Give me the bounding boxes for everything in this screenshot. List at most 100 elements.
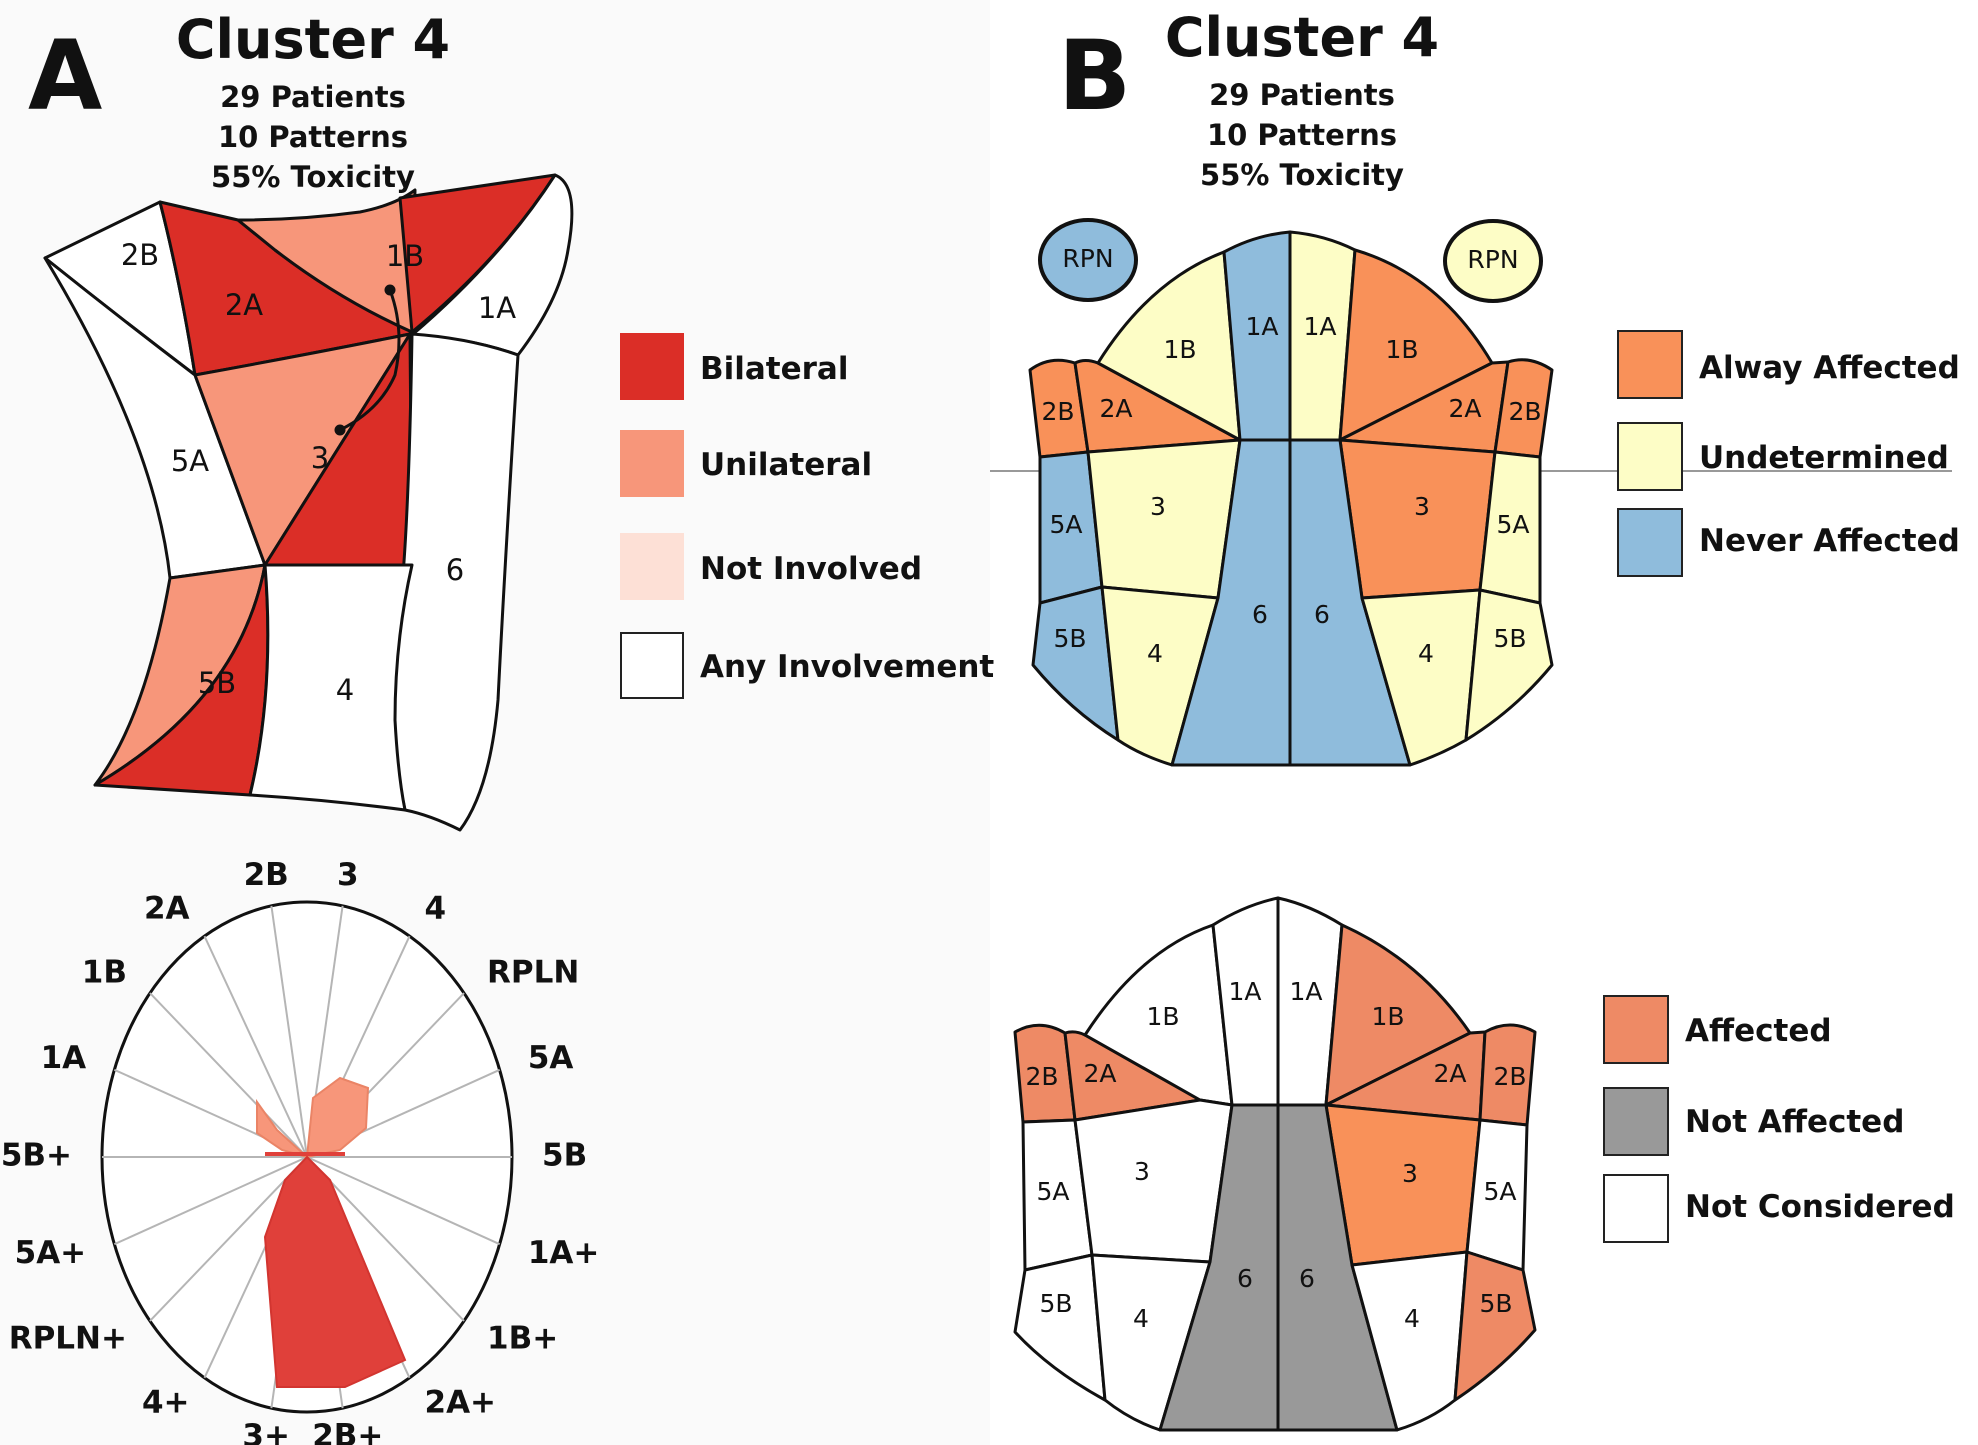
radar-axis-label: 4 [425, 891, 447, 927]
radar-axis-label: 5B [542, 1138, 587, 1174]
rpn-left-label: RPN [1062, 244, 1113, 273]
top-label-4-right: 4 [1418, 639, 1434, 668]
legend-a-label-4: Any Involvement [700, 649, 995, 685]
panel-a-neck-map: 2B 1B 2A 1A 5A 3 6 5B 4 [43, 173, 574, 832]
panel-b-subtitle-1: 29 Patients [1209, 78, 1395, 112]
radar-axis-label: 1A [41, 1040, 87, 1076]
region-3-unilateral [193, 332, 412, 567]
region-5a [43, 256, 267, 580]
radar-axis-label: 4+ [142, 1384, 190, 1420]
top-label-6-right: 6 [1314, 600, 1330, 629]
top-label-3-right: 3 [1414, 492, 1430, 521]
bottom-label-2b-left: 2B [1025, 1062, 1058, 1091]
top-label-5a-left: 5A [1049, 510, 1082, 539]
legend-a-label-1: Bilateral [700, 351, 849, 387]
label-6: 6 [446, 553, 464, 587]
bottom-label-3-left: 3 [1134, 1157, 1150, 1186]
top-label-1a-left: 1A [1245, 312, 1278, 341]
radar-axis-label: 5B+ [1, 1138, 72, 1174]
radar-axis-label: 5A+ [15, 1235, 87, 1271]
bottom-label-5a-right: 5A [1483, 1177, 1516, 1206]
trachea-line [339, 289, 401, 432]
top-2b-right [1493, 358, 1554, 459]
top-label-5b-right: 5B [1493, 624, 1526, 653]
radar-spoke [306, 1156, 465, 1322]
legend-b2-label-1: Affected [1685, 1013, 1832, 1049]
legend-a-label-3: Not Involved [700, 551, 923, 587]
legend-b2-swatch-1 [1603, 995, 1669, 1064]
radar-spoke [113, 1156, 308, 1246]
bottom-label-2a-right: 2A [1433, 1059, 1466, 1088]
radar-spoke [203, 935, 308, 1158]
panel-a-subtitle-2: 10 Patterns [217, 120, 409, 154]
bottom-label-4-right: 4 [1404, 1304, 1420, 1333]
label-1a: 1A [478, 291, 516, 325]
legend-b2-label-3: Not Considered [1685, 1189, 1955, 1225]
radar-axis-label: 1B+ [487, 1321, 558, 1357]
panel-b-subtitle-2: 10 Patterns [1206, 118, 1398, 152]
legend-b1-label-3: Never Affected [1699, 523, 1960, 559]
bottom-label-6-left: 6 [1237, 1264, 1253, 1293]
bottom-label-4-left: 4 [1133, 1304, 1149, 1333]
legend-b2-label-2: Not Affected [1685, 1104, 1905, 1140]
panel-a-title: Cluster 4 [175, 8, 451, 71]
top-label-1b-left: 1B [1163, 335, 1196, 364]
label-2b: 2B [121, 238, 159, 272]
region-4 [248, 563, 414, 812]
rpn-left [1038, 218, 1138, 302]
bottom-label-3-right: 3 [1402, 1159, 1418, 1188]
panel-a-letter: A [28, 20, 103, 132]
top-label-6-left: 6 [1252, 600, 1268, 629]
radar-axis-label: 1A+ [528, 1235, 600, 1271]
legend-a-label-2: Unilateral [700, 447, 873, 483]
legend-a-swatch-3 [620, 533, 684, 600]
bottom-label-2a-left: 2A [1083, 1059, 1116, 1088]
top-5b-right [1464, 588, 1554, 742]
bottom-label-5b-right: 5B [1479, 1289, 1512, 1318]
panel-b-letter: B [1058, 20, 1132, 132]
radar-spoke [270, 905, 308, 1158]
top-label-2b-left: 2B [1041, 397, 1074, 426]
panel-a-subtitle-3: 55% Toxicity [211, 160, 415, 194]
legend-a-swatch-4 [620, 632, 684, 699]
radar-axis-label: 3 [337, 857, 359, 893]
bottom-label-5a-left: 5A [1036, 1177, 1069, 1206]
radar-axis-label: 2B [244, 857, 289, 893]
radar-spoke [306, 1156, 501, 1246]
top-label-2a-right: 2A [1448, 394, 1481, 423]
top-label-1b-right: 1B [1385, 335, 1418, 364]
top-label-3-left: 3 [1150, 492, 1166, 521]
top-6-left [1170, 438, 1292, 767]
legend-b1-label-1: Alway Affected [1699, 350, 1960, 386]
legend-a-swatch-2 [620, 430, 684, 497]
radar-axis-label: 1B [82, 954, 127, 990]
bottom-2b-right [1478, 1023, 1537, 1127]
legend-b1-swatch-1 [1617, 330, 1683, 399]
top-label-1a-right: 1A [1303, 312, 1336, 341]
trachea-dot-bottom [334, 424, 346, 436]
bottom-label-6-right: 6 [1299, 1264, 1315, 1293]
bottom-label-1b-left: 1B [1146, 1002, 1179, 1031]
radar-axis-label: 3+ [242, 1418, 290, 1445]
bottom-5b-right [1453, 1250, 1537, 1402]
bottom-5b-left [1013, 1253, 1107, 1402]
legend-b2-swatch-2 [1603, 1087, 1669, 1156]
radar-bilateral-area [263, 1155, 407, 1388]
label-1b: 1B [386, 239, 424, 273]
rpn-right-label: RPN [1467, 245, 1518, 274]
bottom-label-1a-right: 1A [1289, 977, 1322, 1006]
radar-axis-label: RPLN [487, 954, 579, 990]
bottom-label-2b-right: 2B [1493, 1062, 1526, 1091]
top-label-5b-left: 5B [1053, 624, 1086, 653]
bottom-label-1b-right: 1B [1371, 1002, 1404, 1031]
panel-a-subtitle-1: 29 Patients [220, 80, 406, 114]
radar-spoke [149, 1156, 308, 1322]
top-label-2b-right: 2B [1508, 397, 1541, 426]
legend-b2-swatch-3 [1603, 1174, 1669, 1243]
top-label-2a-left: 2A [1099, 394, 1132, 423]
label-3: 3 [311, 441, 329, 475]
panel-b-subtitle-3: 55% Toxicity [1200, 158, 1404, 192]
